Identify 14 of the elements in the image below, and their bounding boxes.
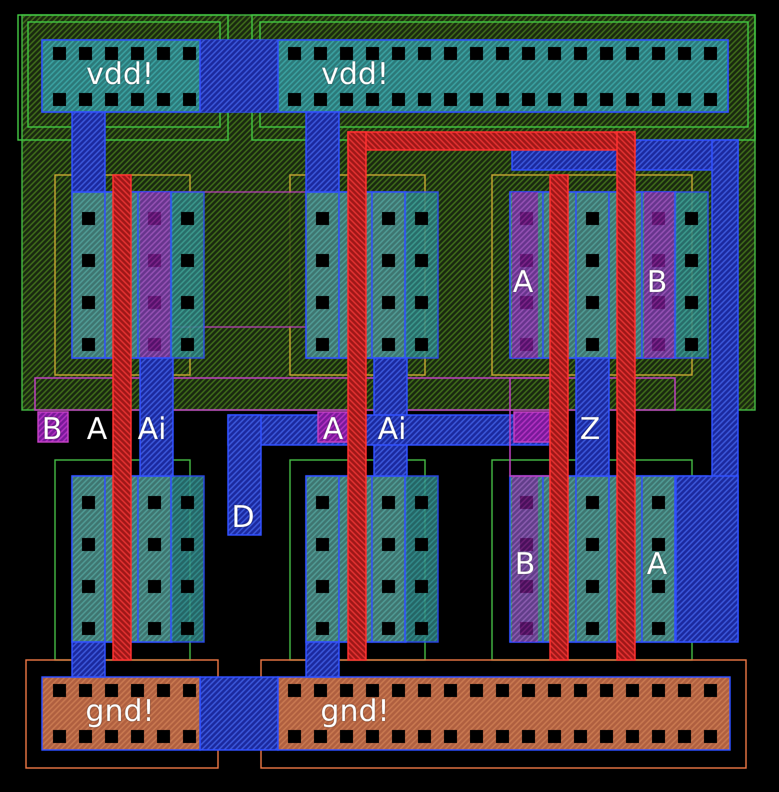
net-label: vdd! bbox=[86, 59, 154, 91]
net-label: gnd! bbox=[85, 696, 155, 728]
net-label: B bbox=[514, 549, 536, 581]
net-label: vdd! bbox=[321, 59, 389, 91]
net-label: A bbox=[322, 414, 344, 446]
net-label: A bbox=[86, 414, 108, 446]
net-label: Ai bbox=[378, 414, 406, 446]
net-label: gnd! bbox=[320, 696, 390, 728]
net-label: Z bbox=[580, 414, 600, 446]
net-label: A bbox=[512, 267, 534, 299]
net-label: A bbox=[646, 549, 668, 581]
net-label: B bbox=[646, 267, 668, 299]
net-label: D bbox=[231, 502, 255, 534]
net-label: B bbox=[42, 414, 62, 446]
